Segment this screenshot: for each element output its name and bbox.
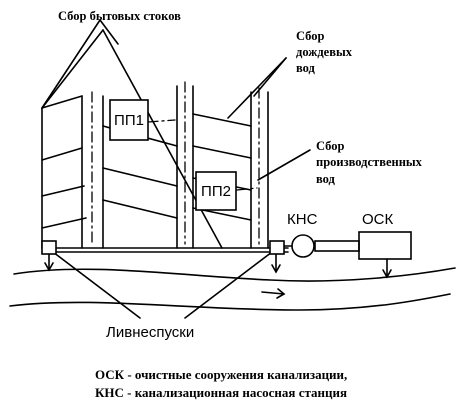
label-industrial-3: вод bbox=[316, 172, 336, 186]
label-kns: КНС bbox=[287, 211, 318, 228]
label-pp2: ПП2 bbox=[201, 183, 231, 200]
label-domestic: Сбор бытовых стоков bbox=[58, 9, 181, 23]
kns-pump-circle bbox=[291, 234, 315, 258]
label-rain-3: вод bbox=[296, 61, 316, 75]
rain-collector-1 bbox=[192, 113, 252, 127]
river-bank-top bbox=[13, 267, 456, 282]
leader-industrial bbox=[257, 149, 311, 181]
label-rain-2: дождевых bbox=[296, 45, 353, 59]
river-flow-arrowhead bbox=[276, 288, 286, 299]
river-bank-bottom bbox=[9, 293, 451, 311]
river-flow-arrow bbox=[261, 291, 285, 295]
leader-rain-1 bbox=[227, 57, 287, 119]
label-osk: ОСК bbox=[362, 211, 394, 228]
rain-collector-2 bbox=[192, 145, 252, 159]
pp2-box bbox=[195, 171, 237, 211]
osk-treatment-box bbox=[358, 231, 412, 260]
domestic-collector-4 bbox=[41, 217, 87, 229]
leader-domestic-1 bbox=[41, 19, 101, 109]
building-right-edge bbox=[102, 29, 223, 249]
label-pp1: ПП1 bbox=[114, 112, 144, 129]
legend-osk: ОСК - очистные сооружения канализации, bbox=[95, 367, 348, 382]
osk-outlet-arrowhead bbox=[382, 269, 392, 279]
label-industrial-1: Сбор bbox=[316, 139, 345, 153]
pp1-box bbox=[109, 99, 149, 141]
overflow-left-arrowhead bbox=[44, 262, 54, 272]
leader-overflow-left bbox=[52, 251, 141, 319]
overflow-right-box bbox=[269, 240, 285, 255]
building-left-roof bbox=[41, 29, 104, 109]
leader-domestic-2 bbox=[99, 19, 119, 45]
domestic-collector-2 bbox=[41, 147, 83, 161]
label-overflow: Ливнеспуски bbox=[106, 324, 194, 341]
domestic-collector-3 bbox=[41, 185, 85, 197]
label-industrial-2: производственных bbox=[316, 155, 423, 169]
centerline-pp1-link bbox=[147, 119, 176, 123]
rain-collector-6 bbox=[102, 167, 178, 187]
overflow-left-box bbox=[41, 240, 57, 255]
label-rain-1: Сбор bbox=[296, 29, 325, 43]
leader-overflow-right bbox=[184, 251, 273, 319]
overflow-right-arrowhead bbox=[271, 264, 281, 274]
leader-rain-2 bbox=[253, 57, 287, 97]
kns-to-osk-pipe bbox=[314, 240, 360, 252]
rain-collector-7 bbox=[102, 199, 178, 219]
legend-kns: КНС - канализационная насосная станция bbox=[95, 385, 348, 400]
domestic-collector-1 bbox=[41, 95, 83, 109]
